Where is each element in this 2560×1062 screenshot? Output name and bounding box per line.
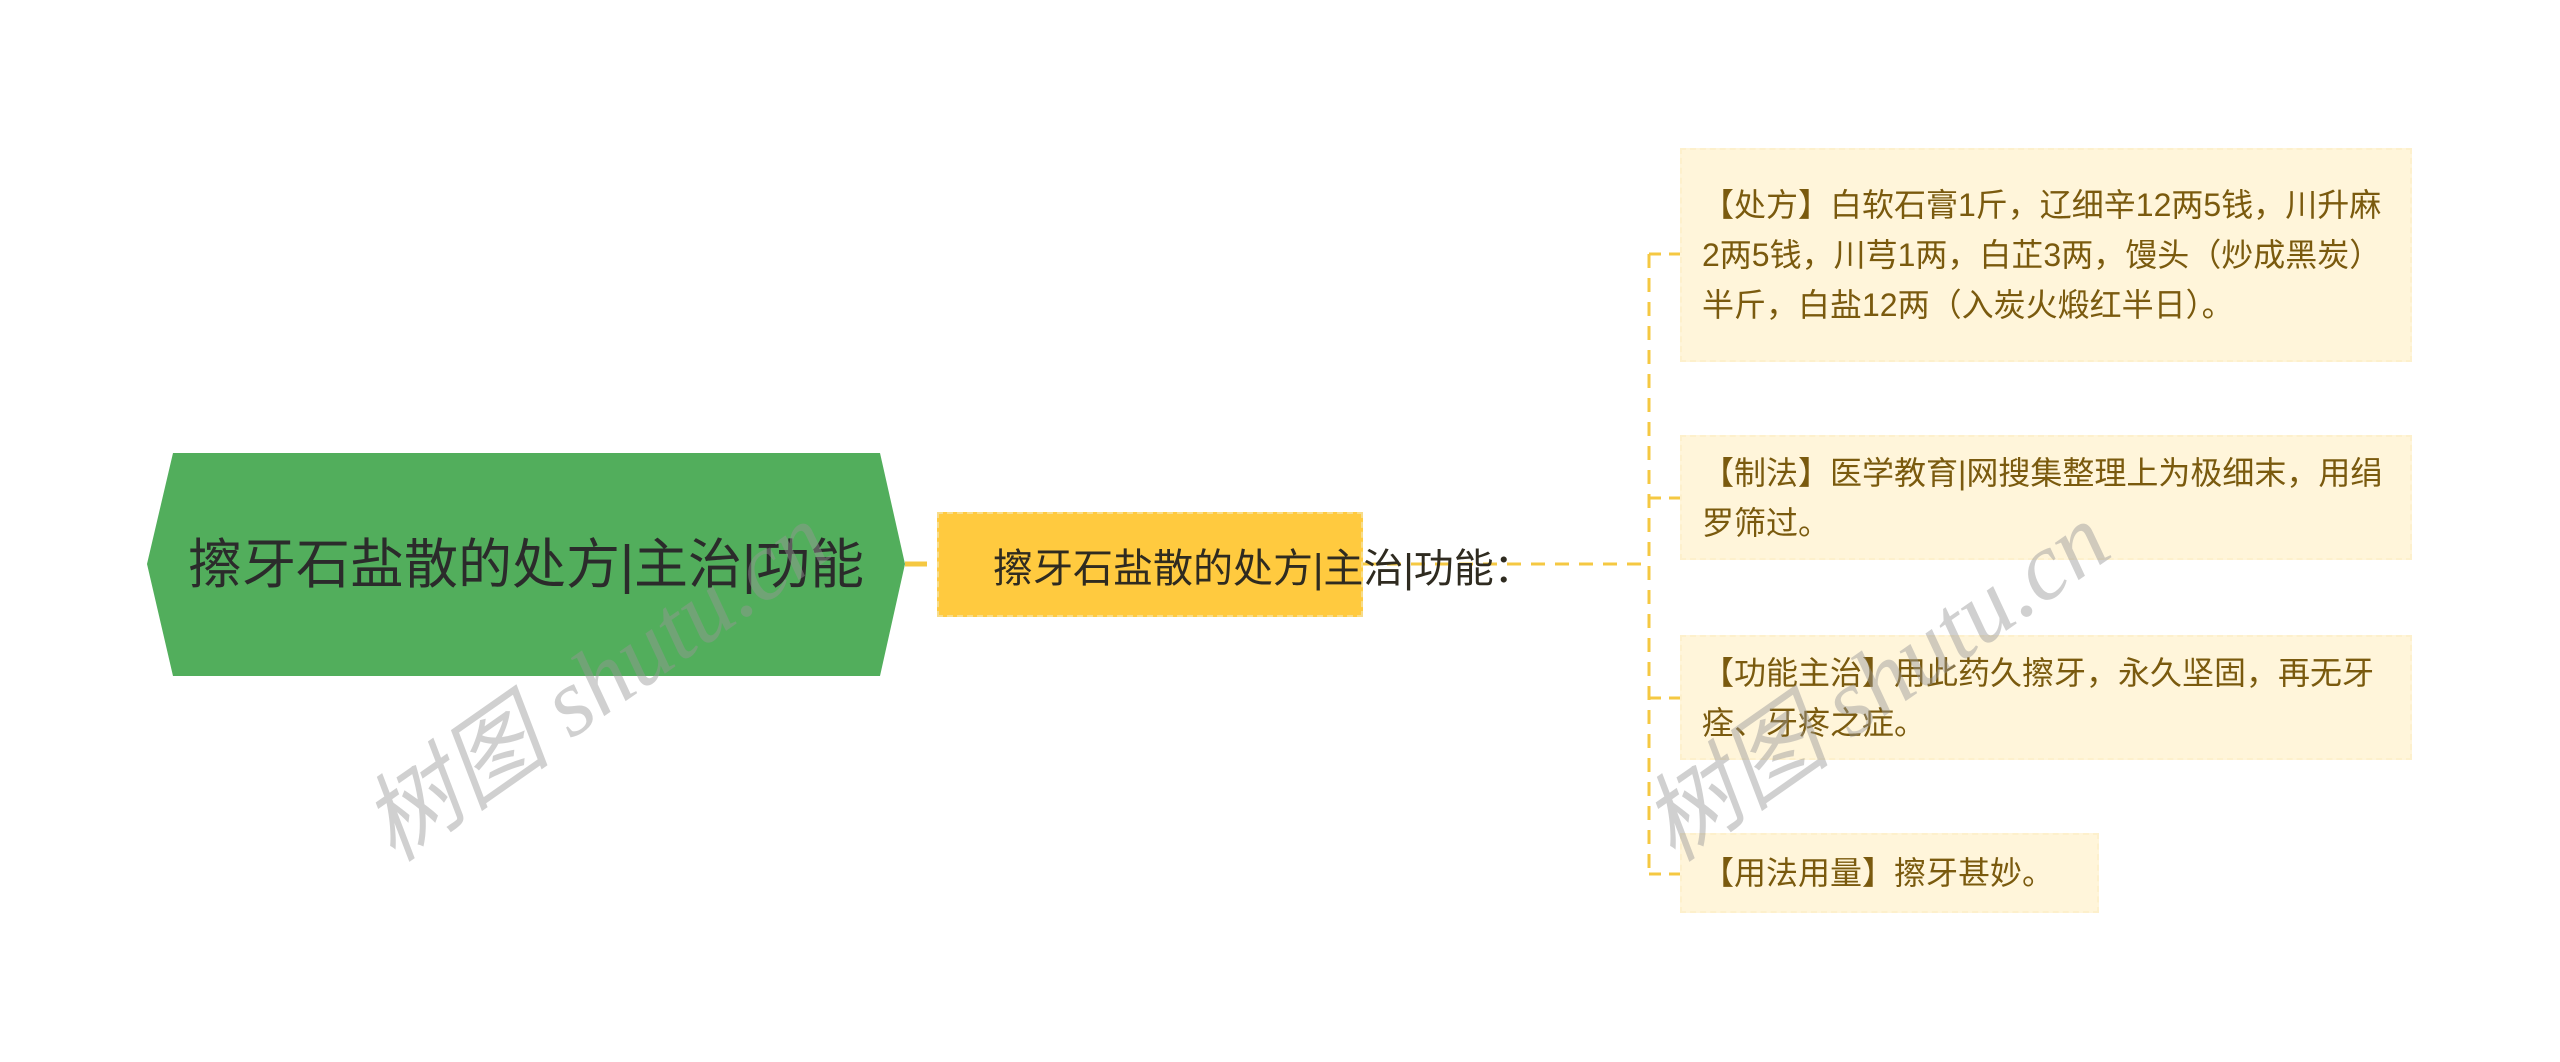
topic-node[interactable]: 擦牙石盐散的处方|主治|功能：	[937, 512, 1534, 617]
root-node[interactable]: 擦牙石盐散的处方|主治|功能	[147, 453, 905, 676]
leaf-node-preparation[interactable]: 【制法】医学教育|网搜集整理上为极细末，用绢罗筛过。	[1680, 435, 2412, 560]
leaf-node-prescription[interactable]: 【处方】白软石膏1斤，辽细辛12两5钱，川升麻2两5钱，川芎1两，白芷3两，馒头…	[1680, 148, 2412, 362]
leaf-node-indications[interactable]: 【功能主治】用此药久擦牙，永久坚固，再无牙痊、牙疼之症。	[1680, 635, 2412, 760]
leaf-label: 【功能主治】用此药久擦牙，永久坚固，再无牙痊、牙疼之症。	[1702, 654, 2375, 741]
leaf-label: 【用法用量】擦牙甚妙。	[1702, 855, 2055, 891]
leaf-label: 【制法】医学教育|网搜集整理上为极细末，用绢罗筛过。	[1702, 454, 2383, 541]
leaf-node-usage[interactable]: 【用法用量】擦牙甚妙。	[1680, 833, 2099, 913]
leaf-label: 【处方】白软石膏1斤，辽细辛12两5钱，川升麻2两5钱，川芎1两，白芷3两，馒头…	[1702, 187, 2382, 323]
topic-node-label: 擦牙石盐散的处方|主治|功能：	[993, 546, 1534, 591]
root-node-label: 擦牙石盐散的处方|主治|功能	[187, 534, 865, 595]
